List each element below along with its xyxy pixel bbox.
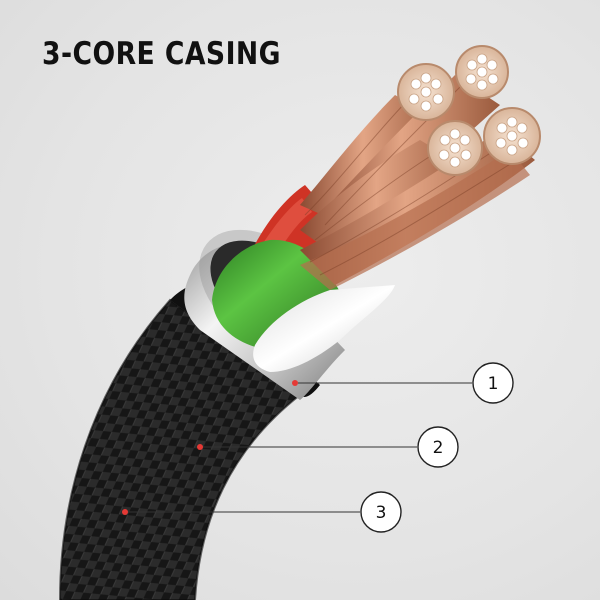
callout-1-label: 1	[488, 374, 499, 394]
callout-3-marker-dot	[122, 509, 128, 515]
callout-2-label: 2	[433, 438, 444, 458]
callout-1-marker-dot	[292, 380, 298, 386]
callout-2-marker-dot	[197, 444, 203, 450]
callout-3-label: 3	[376, 503, 387, 523]
copper-conductors	[300, 46, 540, 290]
